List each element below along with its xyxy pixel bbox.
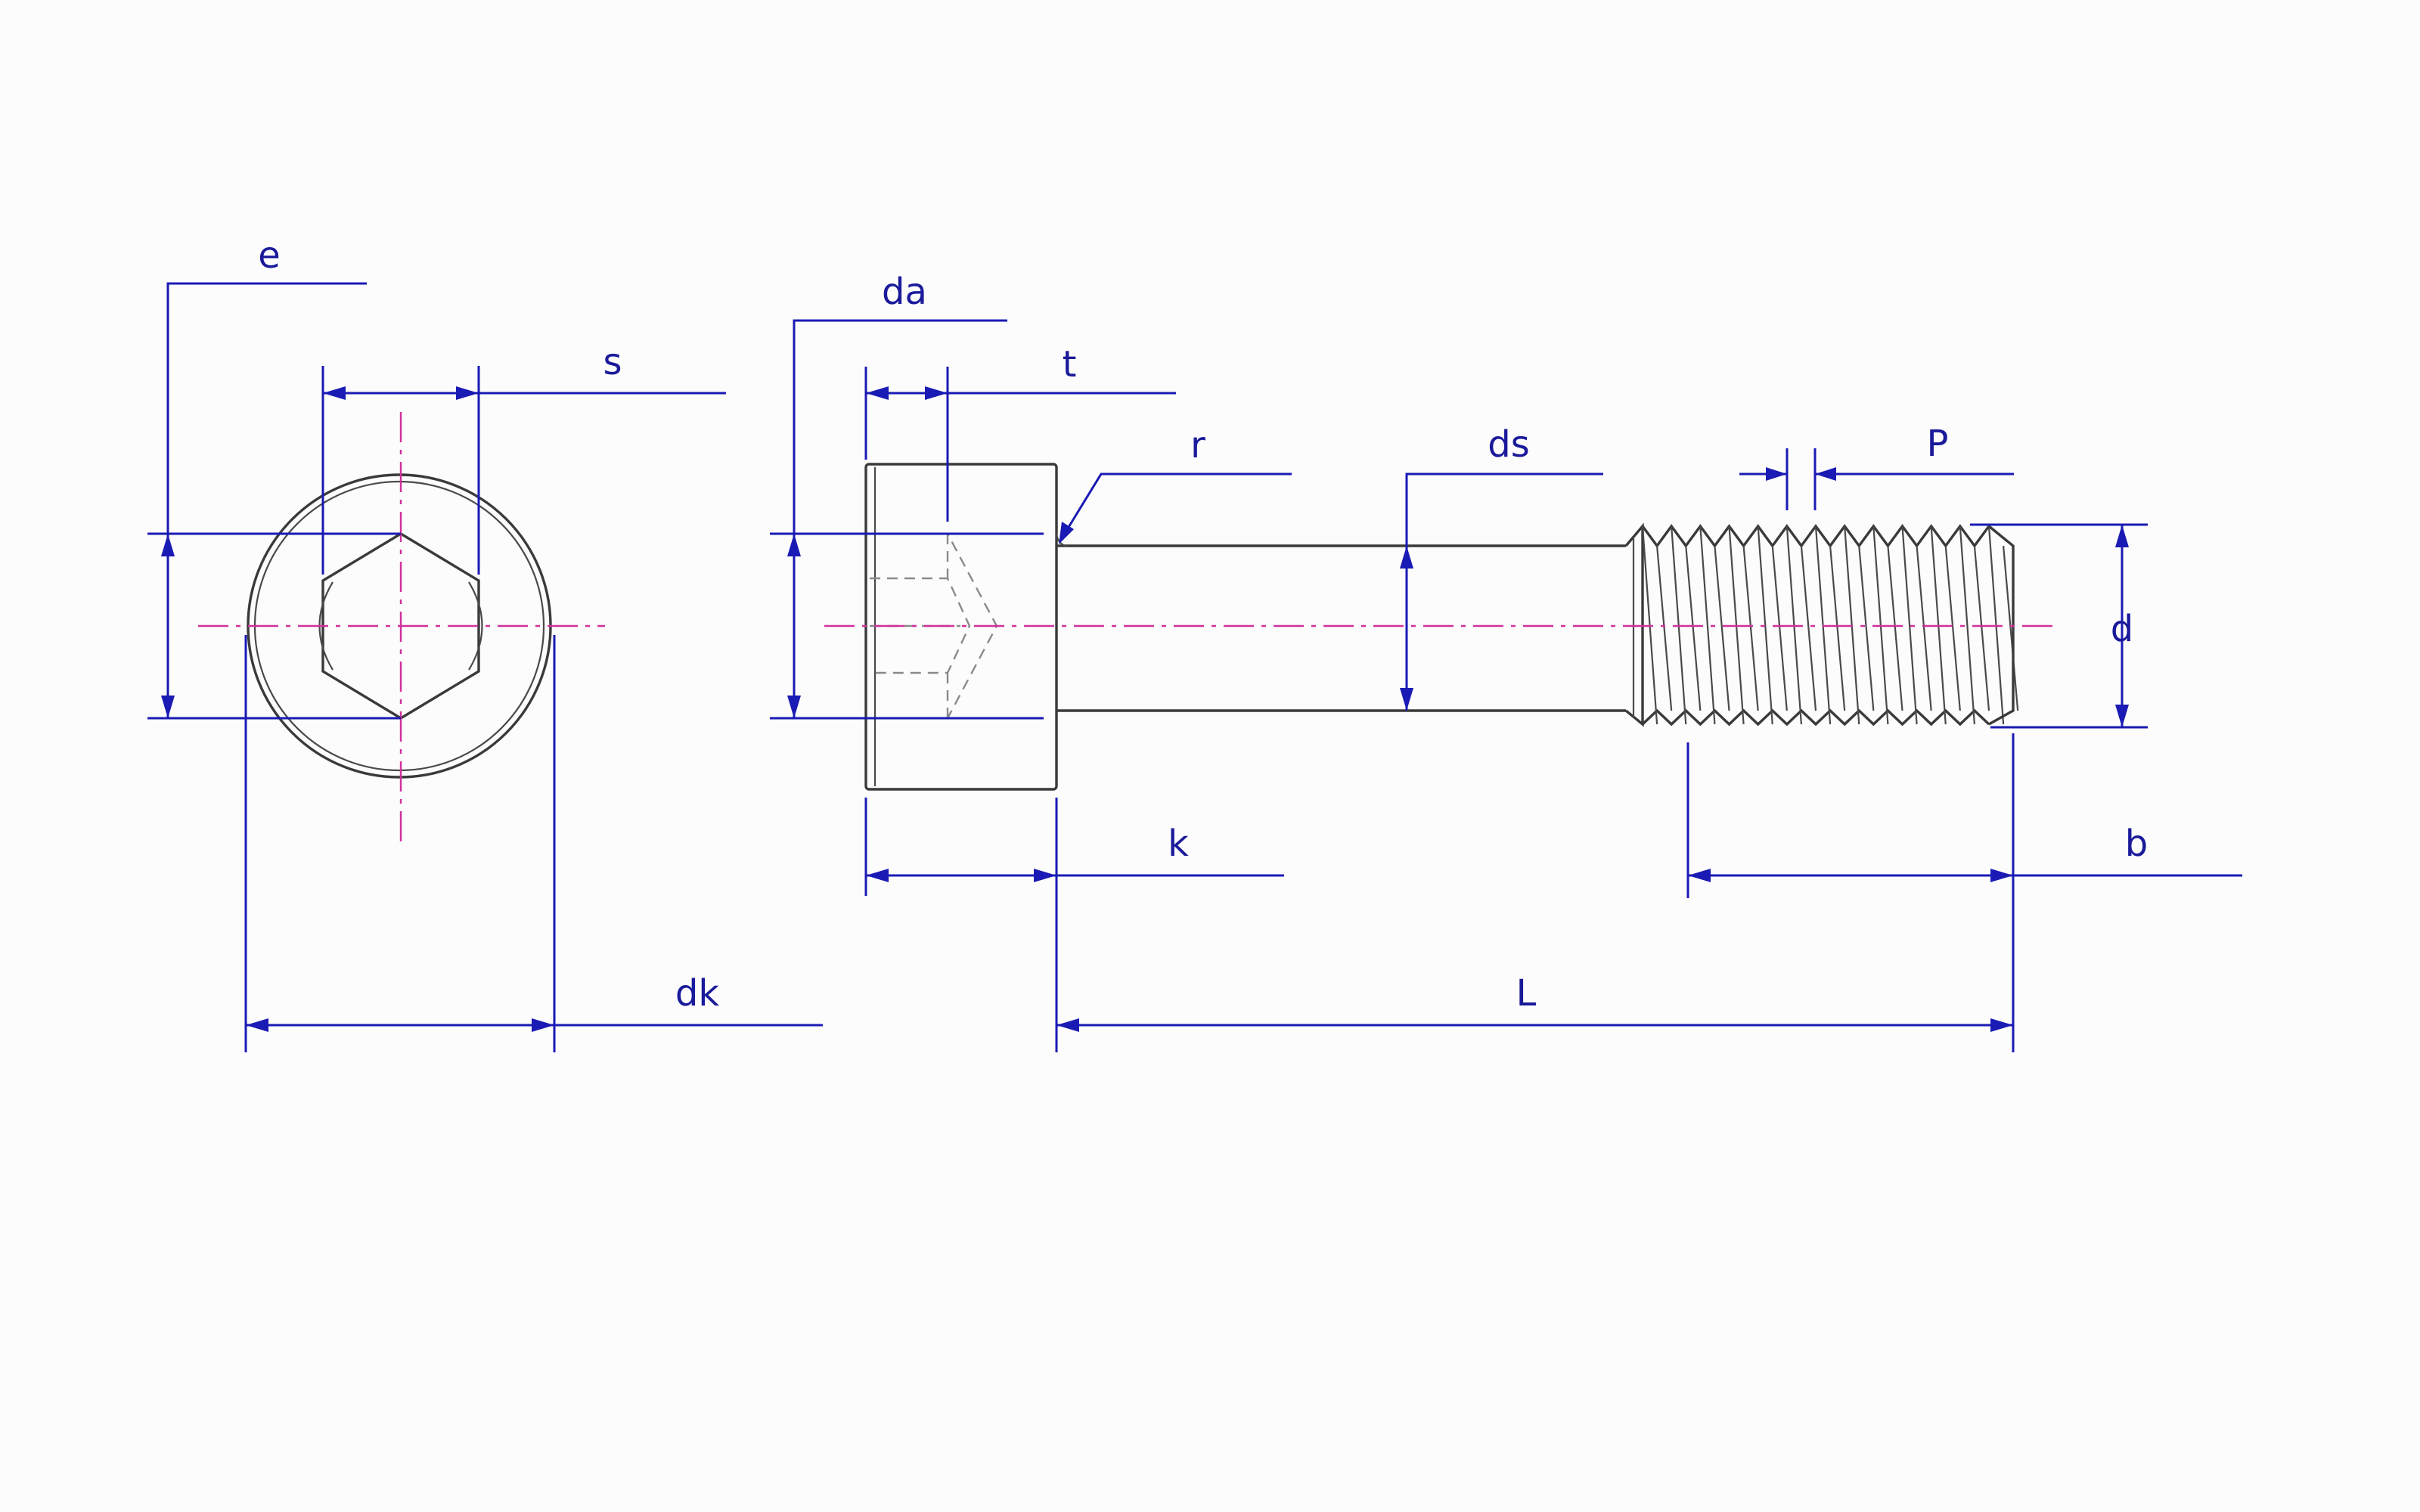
thread-helix-line [1901, 525, 1918, 725]
dimension-r: r [1059, 424, 1292, 544]
label-b: b [2125, 823, 2148, 865]
thread-root-line [1742, 545, 1759, 711]
thread-bottom-profile [1641, 708, 1990, 727]
label-p: P [1927, 423, 1949, 465]
thread-root-line [1655, 545, 1673, 711]
label-s: s [603, 341, 622, 383]
thread-root-line [2002, 545, 2019, 711]
dimension-dk: dk [244, 635, 823, 1052]
thread-helix-line [1757, 525, 1773, 725]
label-L: L [1516, 972, 1537, 1015]
dimension-d: d [1970, 523, 2148, 729]
dimension-pitch: P [1739, 423, 2014, 510]
dimension-L: L [1056, 972, 2013, 1032]
thread-root-line [1973, 545, 1990, 711]
thread-root-line [1916, 545, 1932, 711]
dimension-e: e [147, 234, 401, 720]
thread-end-chamfer [1987, 525, 2015, 726]
thread-root-line [1800, 545, 1817, 711]
thread-root-line [1887, 545, 1903, 711]
label-ds: ds [1488, 423, 1529, 466]
thread-helix-line [1699, 525, 1716, 725]
thread-root-line [1858, 545, 1875, 711]
label-da: da [882, 271, 927, 313]
side-view [824, 463, 2053, 791]
label-k: k [1168, 823, 1189, 865]
thread-helix-line [1959, 525, 1976, 725]
dimension-b: b [1686, 733, 2242, 1052]
dimension-da: da [770, 271, 1044, 720]
dimension-k: k [864, 798, 1284, 1052]
thread-root-line [1944, 545, 1961, 711]
label-d: d [2111, 608, 2133, 650]
label-r: r [1190, 424, 1205, 466]
label-t: t [1063, 343, 1077, 386]
dimension-ds: ds [1400, 423, 1603, 711]
thread-root-line [1771, 545, 1788, 711]
label-dk: dk [675, 972, 719, 1015]
dimension-t: t [864, 343, 1176, 522]
thread-root-line [1714, 545, 1730, 711]
thread-root-line [1685, 545, 1702, 711]
end-view [198, 412, 605, 843]
label-e: e [258, 234, 281, 277]
dimension-s: s [321, 341, 726, 575]
thread-root-line [1829, 545, 1846, 711]
